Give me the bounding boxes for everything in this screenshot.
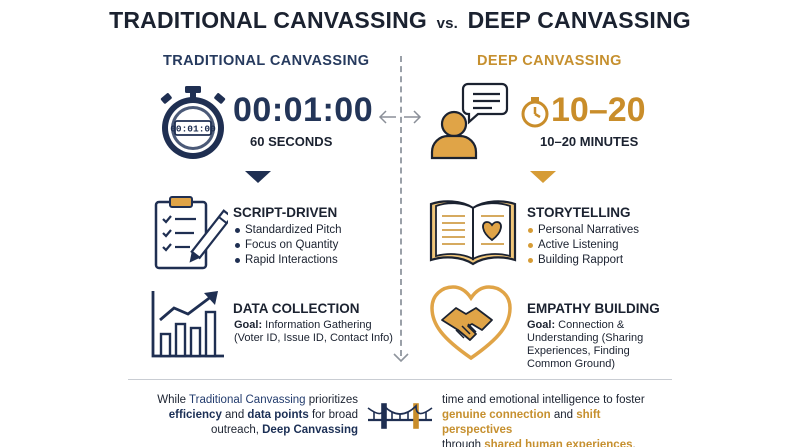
clipboard-pencil-icon [154, 196, 228, 270]
footer-highlight: efficiency [168, 409, 222, 421]
deep-time-sub: 10–20 MINUTES [540, 134, 639, 149]
footer-text: through [442, 439, 485, 447]
person-speech-icon [430, 82, 509, 160]
list-item: Standardized Pitch [235, 223, 342, 238]
title-vs: &vs. [429, 6, 459, 41]
script-driven-list: Standardized Pitch Focus on Quantity Rap… [235, 223, 342, 268]
title-right: DEEP CANVASSING [467, 7, 691, 33]
handshake-heart-icon [430, 285, 512, 361]
list-item: Rapid Interactions [235, 253, 342, 268]
deep-heading: DEEP CANVASSING [477, 53, 622, 69]
swap-arrows-icon [378, 110, 422, 124]
empathy-building-title: EMPATHY BUILDING [527, 301, 660, 316]
footer-text: and [221, 409, 248, 421]
timer-icon [521, 97, 549, 128]
goal-text: Connection & [555, 319, 625, 331]
footer-highlight: shared human experiences [484, 439, 633, 447]
stopwatch-display: 00:01:00 [170, 124, 216, 135]
footer-divider [128, 379, 672, 380]
footer-highlight: shift perspectives [442, 409, 601, 436]
footer-highlight: genuine connection [442, 409, 551, 421]
list-item: Active Listening [528, 238, 639, 253]
empathy-building-goal: Goal: Connection & Understanding (Sharin… [527, 319, 643, 371]
deep-pointer [530, 171, 556, 183]
goal-text: (Voter ID, Issue ID, Contact Info) [234, 332, 393, 344]
list-item: Building Rapport [528, 253, 639, 268]
script-driven-title: SCRIPT-DRIVEN [233, 205, 338, 220]
deep-time: 10–20 [551, 91, 646, 129]
traditional-time: 00:01:00 [233, 91, 374, 129]
footer-text: and [550, 409, 577, 421]
goal-text: Experiences, Finding [527, 345, 630, 357]
stopwatch-icon: 00:01:00 [160, 86, 226, 159]
goal-label: Goal: [527, 319, 556, 331]
goal-text: Common Ground) [527, 358, 616, 370]
footer-text: for broad [308, 409, 358, 421]
goal-text: Understanding (Sharing [527, 332, 644, 344]
goal-text: Information Gathering [262, 319, 372, 331]
traditional-time-sub: 60 SECONDS [250, 134, 333, 149]
data-collection-title: DATA COLLECTION [233, 301, 360, 316]
storytelling-list: Personal Narratives Active Listening Bui… [528, 223, 639, 268]
footer-text: prioritizes [305, 394, 358, 406]
storytelling-title: STORYTELLING [527, 205, 631, 220]
down-arrow-icon [393, 353, 409, 363]
footer-highlight: Traditional Canvassing [189, 394, 306, 406]
goal-label: Goal: [234, 319, 263, 331]
center-divider [400, 56, 402, 356]
title-left: TRADITIONAL CANVASSING [109, 7, 427, 33]
footer-highlight: data points [247, 409, 309, 421]
footer-right-text: time and emotional intelligence to foste… [442, 393, 662, 447]
list-item: Personal Narratives [528, 223, 639, 238]
list-item: Focus on Quantity [235, 238, 342, 253]
footer-text: outreach, [210, 424, 263, 436]
traditional-heading: TRADITIONAL CANVASSING [163, 53, 370, 69]
footer-highlight: Deep Canvassing [262, 424, 358, 436]
traditional-pointer [245, 171, 271, 183]
footer-text: time and emotional intelligence to foste… [442, 394, 645, 406]
open-book-heart-icon [429, 200, 517, 266]
bridge-icon [367, 403, 433, 429]
footer-left-text: While Traditional Canvassing prioritizes… [150, 393, 358, 438]
data-collection-goal: Goal: Information Gathering (Voter ID, I… [234, 319, 393, 345]
page-title: TRADITIONAL CANVASSING &vs. DEEP CANVASS… [0, 6, 800, 41]
growth-chart-icon [151, 291, 224, 358]
footer-text: . [632, 439, 636, 447]
footer-text: While [157, 394, 190, 406]
title-vs-text: vs. [436, 15, 459, 32]
